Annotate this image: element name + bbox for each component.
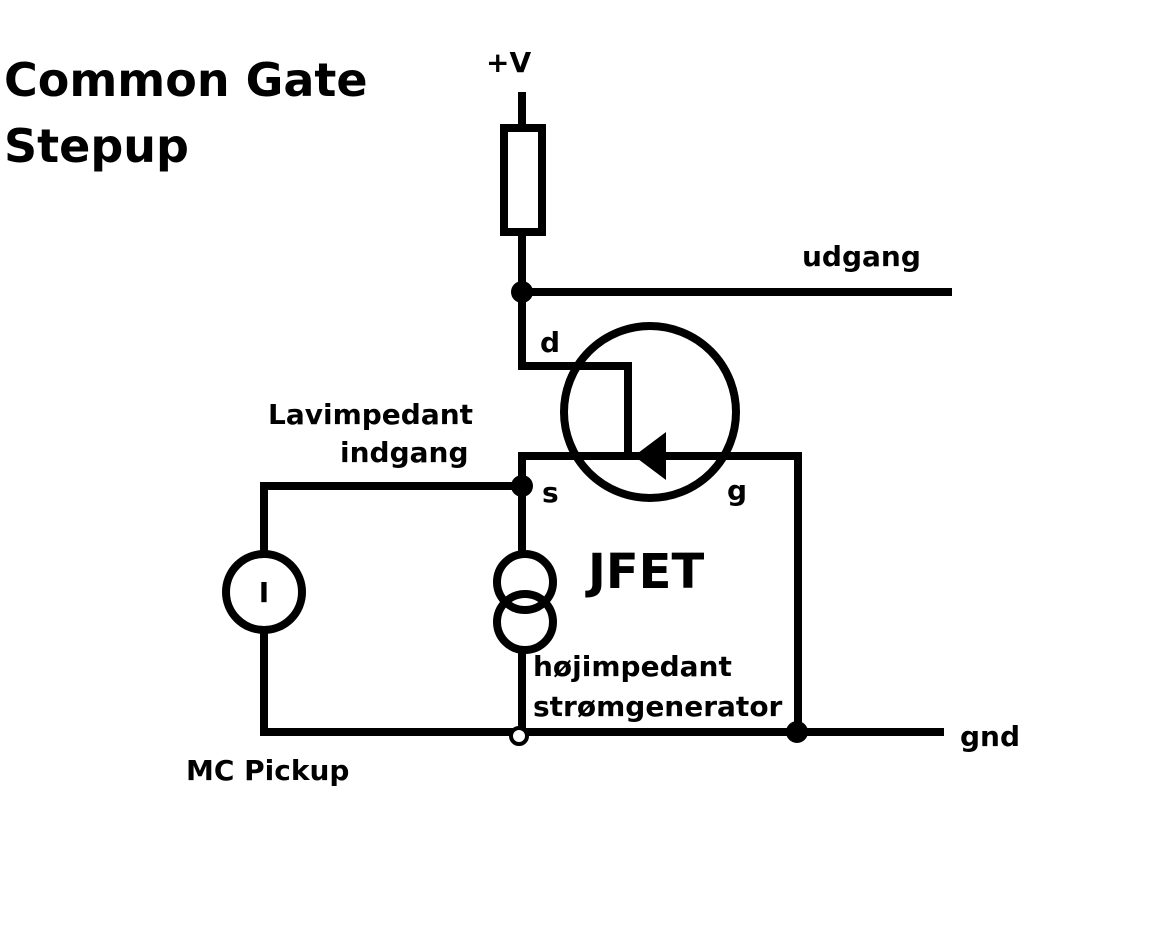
jfet-label: JFET <box>585 544 704 600</box>
input-label-line1: Lavimpedant <box>268 398 473 431</box>
diagram-title-line1: Common Gate <box>4 53 368 107</box>
ground-node-open <box>509 726 529 746</box>
pickup-top-wire <box>260 482 526 556</box>
pickup-bottom-wire <box>260 628 526 736</box>
diagram-title-line2: Stepup <box>4 119 189 173</box>
jfet-symbol-circle <box>560 322 740 502</box>
gate-ground-node-dot <box>786 721 808 743</box>
generator-label-line1: højimpedant <box>533 650 732 683</box>
current-generator-circle-bottom <box>493 590 557 654</box>
gate-label: g <box>727 474 747 507</box>
source-label: s <box>542 476 559 509</box>
supply-label: +V <box>486 46 531 79</box>
output-label: udgang <box>802 240 921 273</box>
generator-label-line2: strømgenerator <box>533 690 783 723</box>
drain-label: d <box>540 326 560 359</box>
current-generator-circle-top <box>493 550 557 614</box>
gate-arrow-icon <box>634 432 666 480</box>
pickup-current-symbol: I <box>259 576 269 609</box>
input-label-line2: indgang <box>340 436 469 469</box>
ground-label: gnd <box>960 720 1020 753</box>
load-resistor <box>500 124 546 236</box>
pickup-label: MC Pickup <box>186 754 349 787</box>
